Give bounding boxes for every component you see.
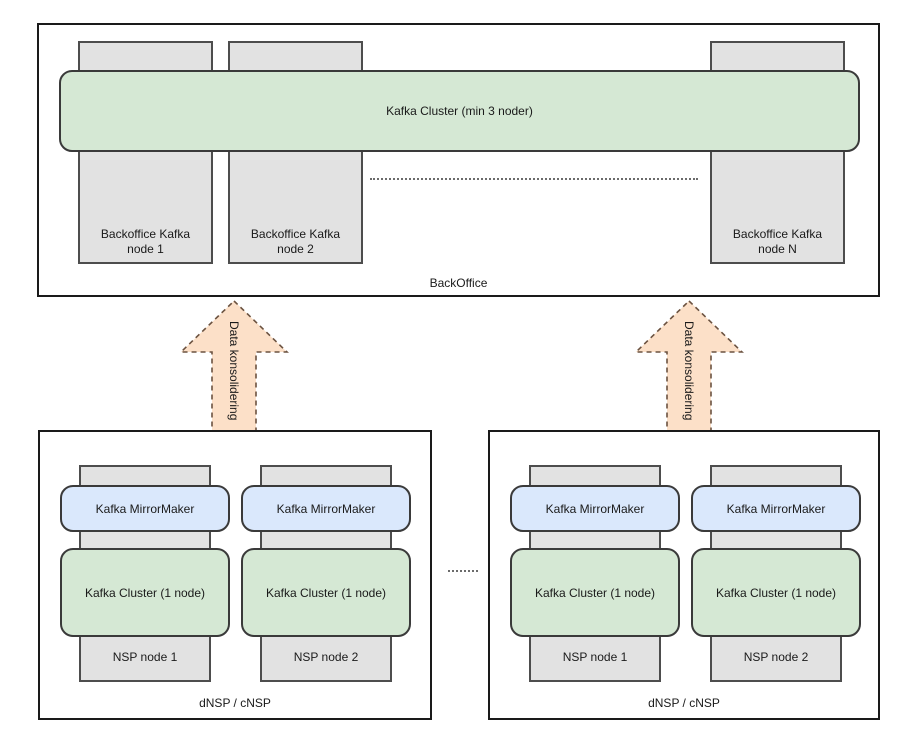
backoffice-region-label: BackOffice <box>429 276 488 290</box>
nsp-region-2-node-1-cluster-label: Kafka Cluster (1 node) <box>534 585 656 600</box>
nsp-region-1-node-1-label: NSP node 1 <box>112 650 178 664</box>
nsp-region-1-node-1-mirrormaker-label: Kafka MirrorMaker <box>95 501 195 516</box>
nsp-region-2-node-2-cluster[interactable]: Kafka Cluster (1 node) <box>691 548 861 637</box>
nsp-region-1-label: dNSP / cNSP <box>199 696 271 710</box>
data-consolidation-arrow-left: Data konsolidering <box>178 298 290 432</box>
nsp-region-1-node-2-mirrormaker-label: Kafka MirrorMaker <box>276 501 376 516</box>
backoffice-kafka-cluster[interactable]: Kafka Cluster (min 3 noder) <box>59 70 860 152</box>
up-arrow-icon <box>634 299 744 432</box>
backoffice-node-2-label: Backoffice Kafka node 2 <box>250 227 341 256</box>
nsp-regions-ellipsis-icon <box>448 570 478 572</box>
nsp-region-1-node-1-cluster-label: Kafka Cluster (1 node) <box>84 585 206 600</box>
nsp-region-2-node-2-mirrormaker[interactable]: Kafka MirrorMaker <box>691 485 861 532</box>
nsp-region-2-node-1-mirrormaker-label: Kafka MirrorMaker <box>545 501 645 516</box>
nsp-region-2-node-2-cluster-label: Kafka Cluster (1 node) <box>715 585 837 600</box>
nsp-region-2-label: dNSP / cNSP <box>648 696 720 710</box>
nsp-region-1-node-2-cluster-label: Kafka Cluster (1 node) <box>265 585 387 600</box>
backoffice-kafka-cluster-label: Kafka Cluster (min 3 noder) <box>386 104 533 118</box>
backoffice-nodes-ellipsis-icon <box>370 178 698 180</box>
nsp-region-2-node-2-label: NSP node 2 <box>743 650 809 664</box>
nsp-region-2-node-1-label: NSP node 1 <box>562 650 628 664</box>
backoffice-node-1-label: Backoffice Kafka node 1 <box>100 227 191 256</box>
nsp-region-1-node-2-cluster[interactable]: Kafka Cluster (1 node) <box>241 548 411 637</box>
nsp-region-1-node-1-mirrormaker[interactable]: Kafka MirrorMaker <box>60 485 230 532</box>
nsp-region-2-node-1-cluster[interactable]: Kafka Cluster (1 node) <box>510 548 680 637</box>
backoffice-node-n-label: Backoffice Kafka node N <box>732 227 823 256</box>
nsp-region-1-node-2-mirrormaker[interactable]: Kafka MirrorMaker <box>241 485 411 532</box>
up-arrow-icon <box>179 299 289 432</box>
nsp-region-2-node-1-mirrormaker[interactable]: Kafka MirrorMaker <box>510 485 680 532</box>
data-consolidation-arrow-right: Data konsolidering <box>633 298 745 432</box>
nsp-region-2-node-2-mirrormaker-label: Kafka MirrorMaker <box>726 501 826 516</box>
nsp-region-1-node-2-label: NSP node 2 <box>293 650 359 664</box>
nsp-region-1-node-1-cluster[interactable]: Kafka Cluster (1 node) <box>60 548 230 637</box>
